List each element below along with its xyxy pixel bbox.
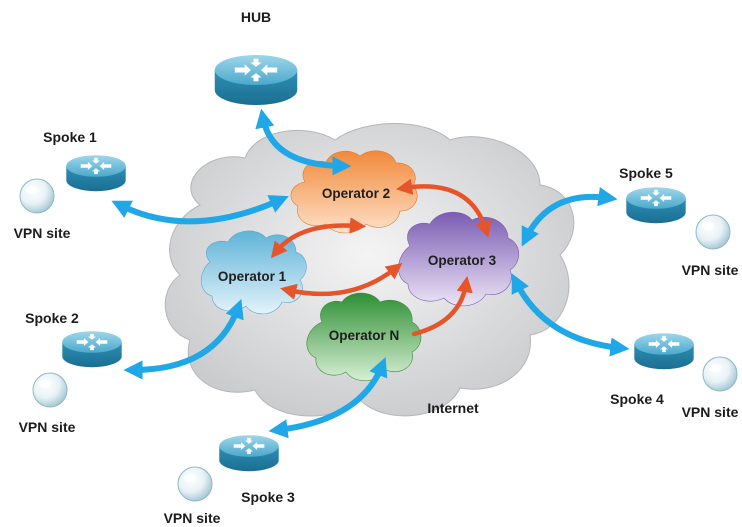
spoke-2-vpn-label: VPN site [19,419,76,435]
link-op1-op2 [270,217,367,259]
spoke-4-router [634,333,694,370]
router-icon [66,155,126,192]
operator-2-label: Operator 2 [322,186,390,201]
globe-icon [19,178,55,214]
router-icon [214,55,298,105]
spoke-1-vpn-site [19,178,55,214]
spoke-1-vpn-label: VPN site [14,225,71,241]
router-icon [626,187,686,224]
router-icon [634,333,694,370]
spoke-5-vpn-site [695,214,731,250]
spoke-5-label: Spoke 5 [619,165,673,181]
spoke-3-label: Spoke 3 [241,489,295,505]
globe-icon [32,372,68,408]
access-links [111,108,630,439]
link-spoke3-opn [268,357,388,439]
internet-label: Internet [427,400,479,416]
operator-3-label: Operator 3 [428,253,497,268]
link-op1-op3 [280,263,403,300]
hub-router [214,55,298,105]
spoke-1-router [66,155,126,192]
globe-icon [695,214,731,250]
globe-icon [177,466,213,502]
operator-1-label: Operator 1 [218,269,287,284]
globe-icon [702,356,738,392]
spoke-4-vpn-label: VPN site [682,404,739,420]
spoke-2-label: Spoke 2 [25,310,79,326]
spoke-5-router [626,187,686,224]
spoke-2-vpn-site [32,372,68,408]
link-spoke4-op3 [511,273,630,357]
spoke-3-vpn-label: VPN site [164,510,221,526]
link-spoke5-op3 [521,187,618,247]
spoke-4-label: Spoke 4 [610,391,664,407]
spoke-4-vpn-site [702,356,738,392]
link-opn-op3 [411,275,473,337]
operator-links [270,178,492,337]
spoke-3-vpn-site [177,466,213,502]
spoke-3-router [219,435,279,472]
link-op2-op3 [395,178,492,238]
spoke-2-router [62,331,122,368]
router-icon [62,331,122,368]
spoke-1-label: Spoke 1 [43,129,97,145]
spoke-5-vpn-label: VPN site [682,262,739,278]
link-spoke2-op1 [123,299,244,380]
operator-n-label: Operator N [329,328,400,343]
hub-label: HUB [241,9,271,25]
router-icon [219,435,279,472]
link-hub-op2 [255,108,352,176]
link-spoke1-op2 [111,195,289,225]
